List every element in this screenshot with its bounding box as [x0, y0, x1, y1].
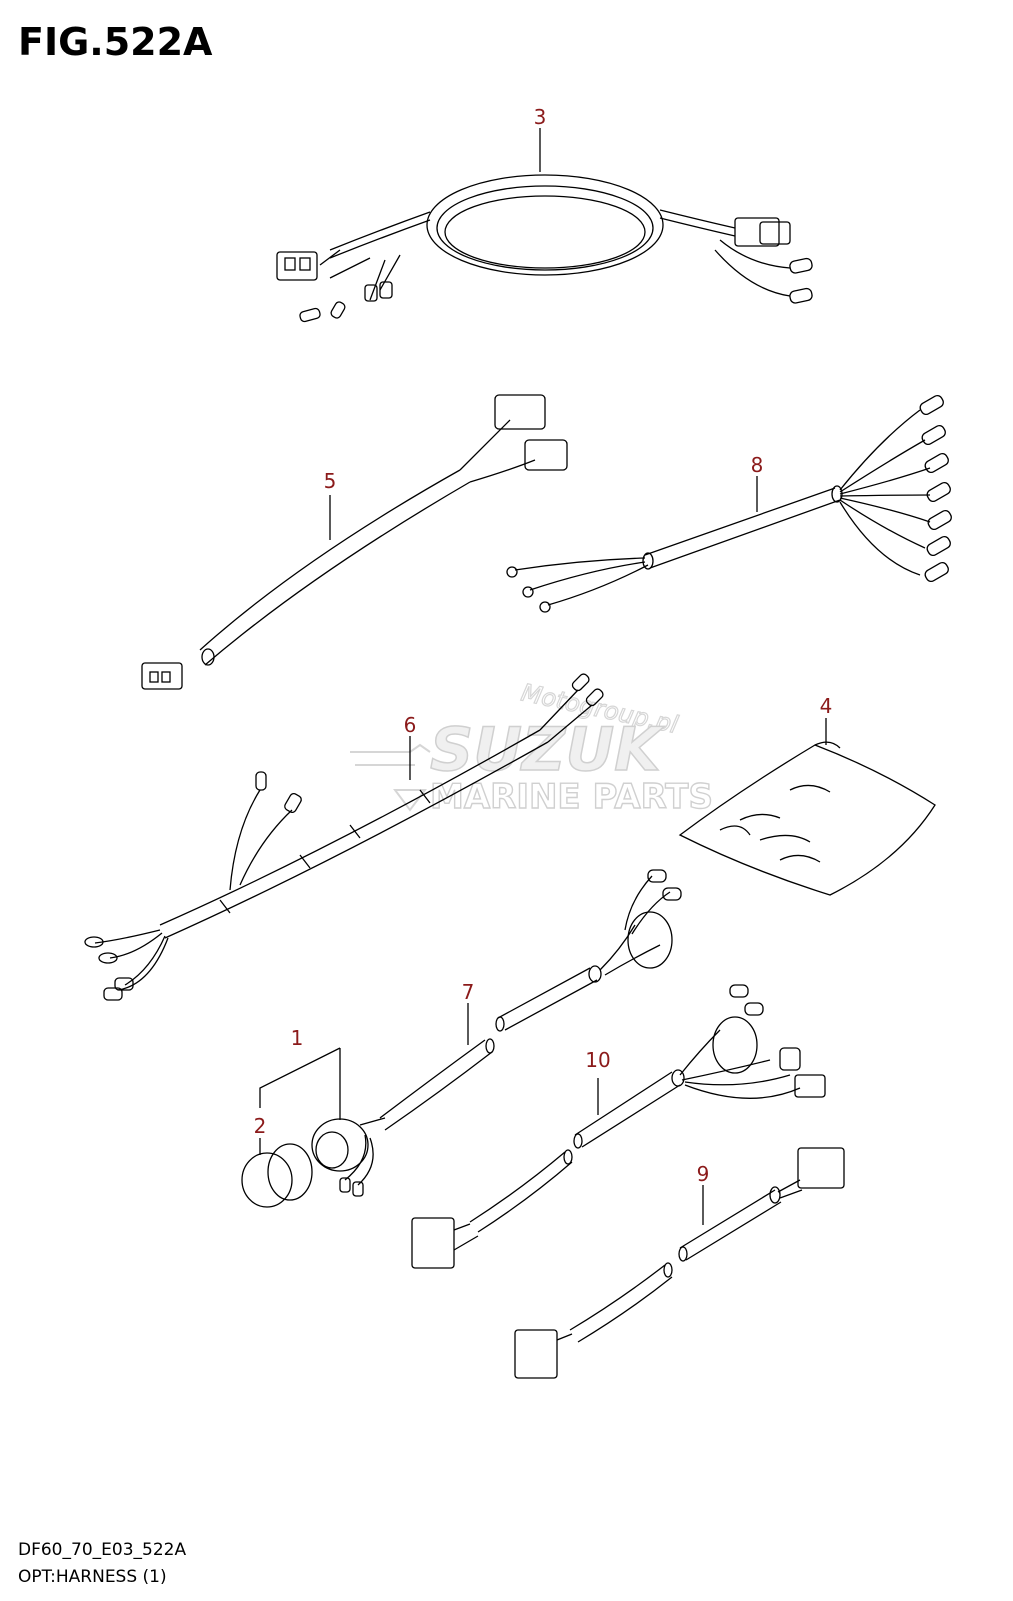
part-9-harness[interactable] [514, 1147, 845, 1379]
connector-icon [734, 217, 780, 247]
connector-icon [524, 439, 568, 471]
connector-icon [797, 1147, 845, 1189]
part-6-harness[interactable] [84, 672, 605, 1001]
callout-10: 10 [585, 1048, 610, 1072]
callout-4: 4 [820, 694, 833, 718]
connector-icon [514, 1329, 558, 1379]
watermark: Motogroup.pl SUZUK MARINE PARTS [350, 678, 714, 818]
part-5-harness[interactable] [141, 394, 568, 690]
part-3-harness[interactable] [276, 128, 813, 323]
connector-icon [494, 394, 546, 430]
callout-7: 7 [462, 980, 475, 1004]
connector-icon [141, 662, 183, 690]
cap-icon [241, 1152, 293, 1208]
figure-caption: OPT:HARNESS (1) [18, 1567, 167, 1587]
callout-8: 8 [751, 453, 764, 477]
connector-icon [794, 1074, 826, 1098]
part-4-bag[interactable] [678, 718, 936, 896]
connector-icon [411, 1217, 455, 1269]
callout-6: 6 [404, 713, 417, 737]
part-10-harness[interactable] [411, 984, 826, 1269]
connector-icon [276, 251, 318, 281]
leader-line [259, 1047, 341, 1155]
figure-title: FIG.522A [18, 20, 213, 64]
connector-icon [627, 911, 673, 969]
part-8-harness[interactable] [506, 394, 953, 613]
part-1-2-plug[interactable] [241, 1047, 386, 1208]
part-7-harness[interactable] [379, 869, 682, 1131]
harness-loop-outer [426, 174, 664, 276]
watermark-logo-icon [350, 743, 431, 812]
callouts: 3 5 8 4 6 7 1 10 2 9 [254, 105, 833, 1186]
drawing-code: DF60_70_E03_522A [18, 1540, 187, 1560]
callout-9: 9 [697, 1162, 710, 1186]
watermark-subtitle: MARINE PARTS [430, 777, 713, 817]
callout-2: 2 [254, 1114, 267, 1138]
watermark-brand: SUZUK [430, 715, 665, 785]
callout-5: 5 [324, 469, 337, 493]
callout-3: 3 [534, 105, 547, 129]
connector-icon [712, 1016, 758, 1074]
callout-1: 1 [291, 1026, 304, 1050]
